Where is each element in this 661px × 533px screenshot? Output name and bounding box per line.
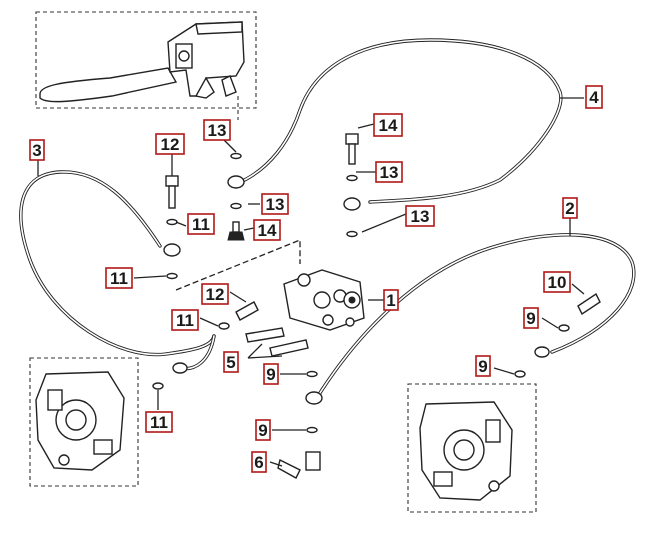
master-cylinder-inset-box xyxy=(35,11,257,109)
callout-9-d: 9 xyxy=(255,419,271,441)
callout-11-a: 11 xyxy=(105,267,133,289)
svg-text:11: 11 xyxy=(110,269,128,288)
callout-1: 1 xyxy=(383,289,399,311)
callout-9-a: 9 xyxy=(263,363,279,385)
svg-text:10: 10 xyxy=(548,273,567,292)
svg-text:1: 1 xyxy=(386,291,395,310)
svg-text:3: 3 xyxy=(32,141,41,160)
bolt-5a xyxy=(245,327,285,343)
callout-14-b: 14 xyxy=(253,219,281,241)
callout-12-b: 12 xyxy=(201,283,229,305)
left-brake-caliper xyxy=(35,371,125,471)
callout-10: 10 xyxy=(543,271,571,293)
callout-13-b: 13 xyxy=(261,193,289,215)
svg-text:13: 13 xyxy=(380,163,399,182)
svg-text:12: 12 xyxy=(161,135,180,154)
callout-6: 6 xyxy=(251,451,267,473)
brake-splitter-block xyxy=(283,269,365,331)
callout-13-a: 13 xyxy=(203,119,231,141)
svg-text:11: 11 xyxy=(176,311,194,330)
callout-4: 4 xyxy=(585,85,603,109)
svg-text:14: 14 xyxy=(258,221,277,240)
svg-text:11: 11 xyxy=(192,215,210,234)
svg-text:5: 5 xyxy=(226,353,235,372)
leader-lines xyxy=(37,97,585,467)
svg-text:13: 13 xyxy=(208,121,227,140)
callouts: 1 2 3 4 5 6 9 9 9 9 10 11 11 11 11 12 12… xyxy=(29,85,603,473)
brake-lever-master-cylinder xyxy=(39,21,245,103)
callout-3: 3 xyxy=(29,139,45,161)
callout-11-b: 11 xyxy=(187,213,215,235)
bolt-5b xyxy=(269,339,309,357)
right-brake-caliper xyxy=(419,401,513,501)
svg-text:11: 11 xyxy=(150,413,168,432)
svg-text:2: 2 xyxy=(565,199,574,218)
callout-11-c: 11 xyxy=(171,309,199,331)
callout-13-d: 13 xyxy=(405,205,435,227)
callout-2: 2 xyxy=(562,197,578,219)
right-caliper-inset-box xyxy=(407,383,537,513)
svg-text:9: 9 xyxy=(258,421,267,440)
callout-11-d: 11 xyxy=(145,411,173,433)
banjo-fittings xyxy=(152,133,601,479)
callout-14-a: 14 xyxy=(373,113,403,137)
callout-12-a: 12 xyxy=(155,133,185,155)
callout-13-c: 13 xyxy=(375,161,403,183)
svg-text:9: 9 xyxy=(478,357,487,376)
svg-text:4: 4 xyxy=(589,88,599,107)
svg-text:13: 13 xyxy=(266,195,285,214)
svg-text:14: 14 xyxy=(379,116,398,135)
svg-text:9: 9 xyxy=(266,365,275,384)
left-caliper-inset-box xyxy=(29,357,139,487)
callout-9-b: 9 xyxy=(475,355,491,377)
svg-text:9: 9 xyxy=(526,309,535,328)
svg-text:13: 13 xyxy=(411,207,430,226)
callout-9-c: 9 xyxy=(523,307,539,329)
svg-text:12: 12 xyxy=(206,285,225,304)
svg-text:6: 6 xyxy=(254,453,263,472)
callout-5: 5 xyxy=(223,351,239,373)
